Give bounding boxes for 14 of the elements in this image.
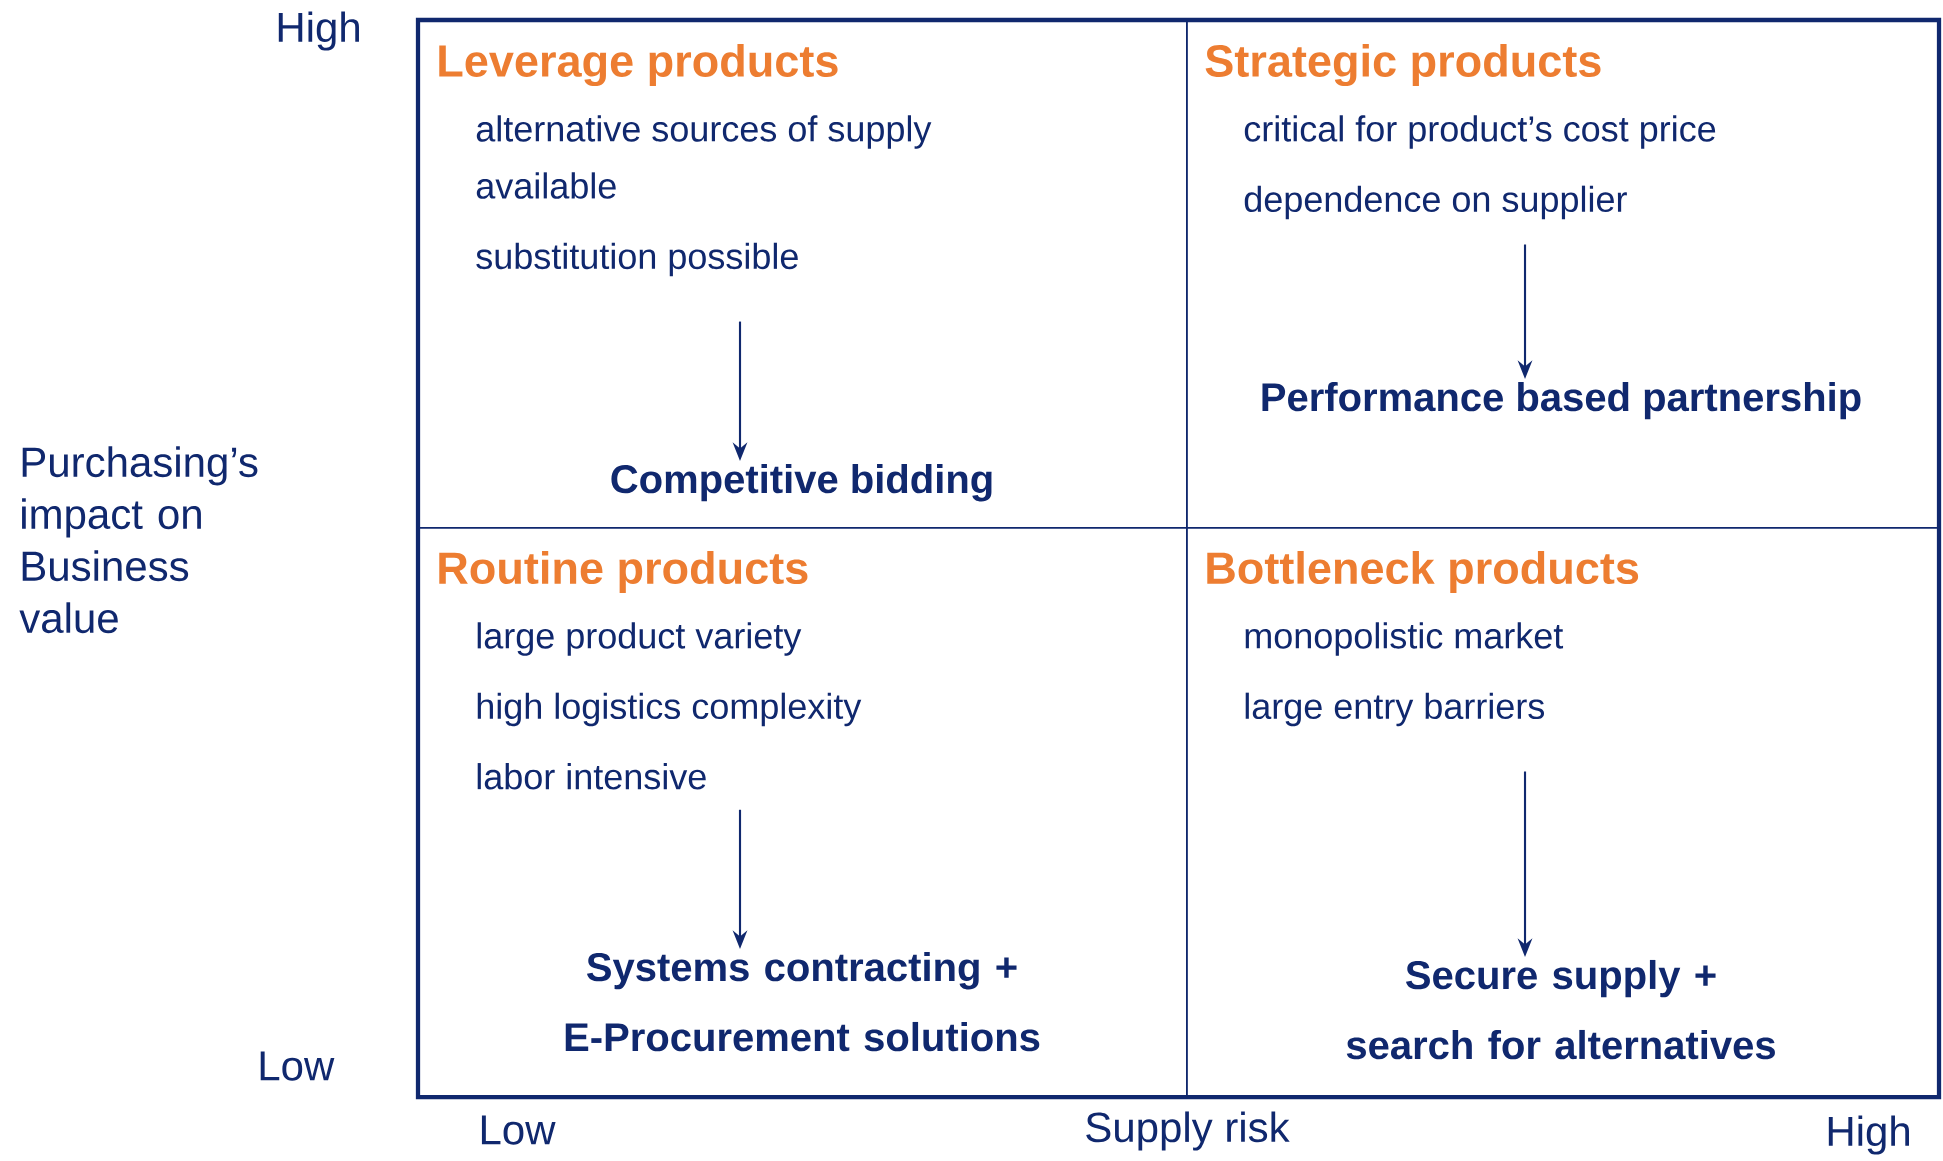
axis-label: Low: [481, 1115, 556, 1145]
axis-label: Supply risk: [1086, 1111, 1290, 1151]
criteria-list: alternative sources of supply available substitution possible: [476, 115, 932, 277]
criteria-list: monopolistic market large entry barriers: [1245, 622, 1564, 727]
criteria-list: large product variety high logistics complexity labor intensive: [477, 622, 862, 790]
strategy-text: Performance based partnership: [1262, 381, 1861, 420]
axis-label: Purchasing’s impact on Business value: [19, 446, 258, 634]
axis-label: Low: [260, 1051, 335, 1081]
axis-label: High: [1828, 1115, 1909, 1155]
strategy-text: Competitive bidding: [611, 463, 992, 502]
strategy-text: Systems contracting + E-Procurement solutions: [565, 951, 1040, 1052]
strategy-text: Secure supply + search for alternatives: [1346, 959, 1775, 1060]
criteria-list: critical for product’s cost price dependence on supplier: [1244, 115, 1716, 220]
axis-label: High: [278, 11, 359, 51]
